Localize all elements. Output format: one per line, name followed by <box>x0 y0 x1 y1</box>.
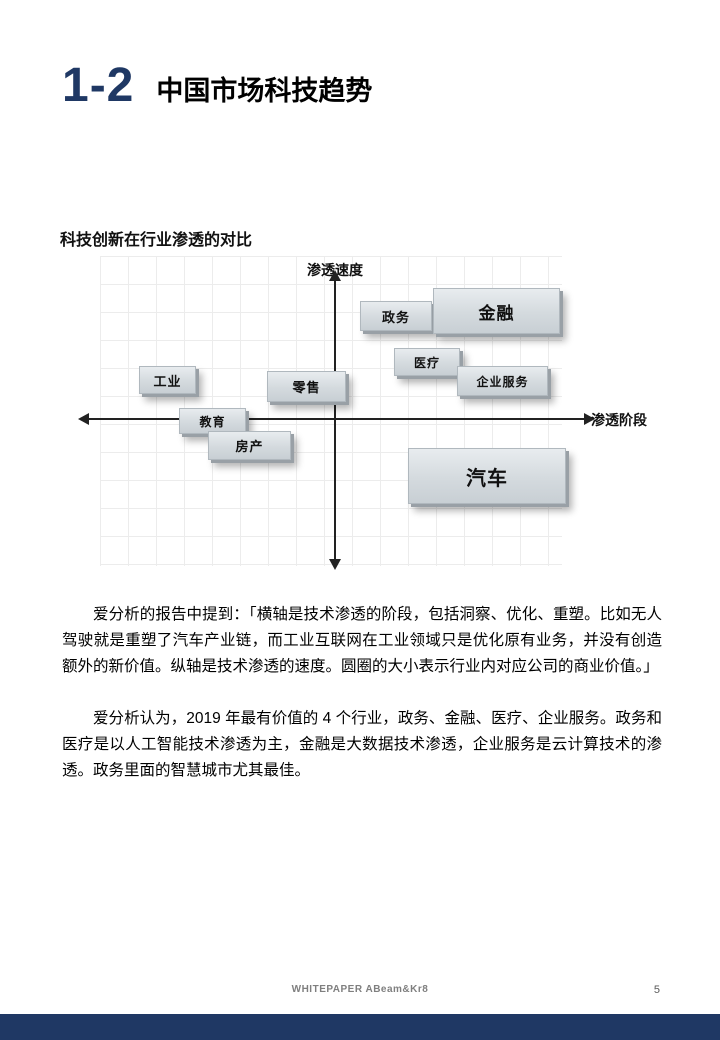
page-header: 1-2 中国市场科技趋势 <box>62 62 372 110</box>
paragraph-report-quote: 爱分析的报告中提到：「横轴是技术渗透的阶段，包括洞察、优化、重塑。比如无人驾驶就… <box>62 606 662 675</box>
arrow-down-icon <box>329 559 341 570</box>
chart-title: 科技创新在行业渗透的对比 <box>60 232 253 249</box>
arrow-left-icon <box>78 413 89 425</box>
paragraph-analysis: 爱分析认为，2019 年最有价值的 4 个行业，政务、金融、医疗、企业服务。政务… <box>62 710 662 779</box>
chart-node-教育: 教育 <box>179 408 246 434</box>
chart-node-房产: 房产 <box>208 431 291 460</box>
page-footer: WHITEPAPER ABeam&Kr8 5 <box>0 984 720 1000</box>
body-text: 爱分析的报告中提到：「横轴是技术渗透的阶段，包括洞察、优化、重塑。比如无人驾驶就… <box>62 602 662 810</box>
chart-node-金融: 金融 <box>433 288 560 334</box>
vertical-axis <box>329 270 341 570</box>
quadrant-chart: 渗透速度 渗透阶段 工业零售教育房产政务金融医疗企业服务汽车 <box>60 256 680 598</box>
chart-node-企业服务: 企业服务 <box>457 366 548 396</box>
chart-node-汽车: 汽车 <box>408 448 566 504</box>
arrow-up-icon <box>329 270 341 281</box>
chart-section: 科技创新在行业渗透的对比 渗透速度 渗透阶段 工业零售教育房产政务金融医疗企业服… <box>60 226 680 598</box>
footer-text: WHITEPAPER ABeam&Kr8 <box>291 984 429 995</box>
section-number: 1-2 <box>62 59 135 112</box>
bottom-bar <box>0 1014 720 1040</box>
chart-node-医疗: 医疗 <box>394 348 460 376</box>
chart-node-政务: 政务 <box>360 301 432 331</box>
chart-node-工业: 工业 <box>139 366 196 394</box>
arrow-right-icon <box>584 413 595 425</box>
chart-node-零售: 零售 <box>267 371 346 402</box>
horizontal-axis <box>78 413 595 425</box>
x-axis-label: 渗透阶段 <box>591 412 647 428</box>
page-title: 中国市场科技趋势 <box>156 76 373 107</box>
page-number: 5 <box>653 984 660 996</box>
